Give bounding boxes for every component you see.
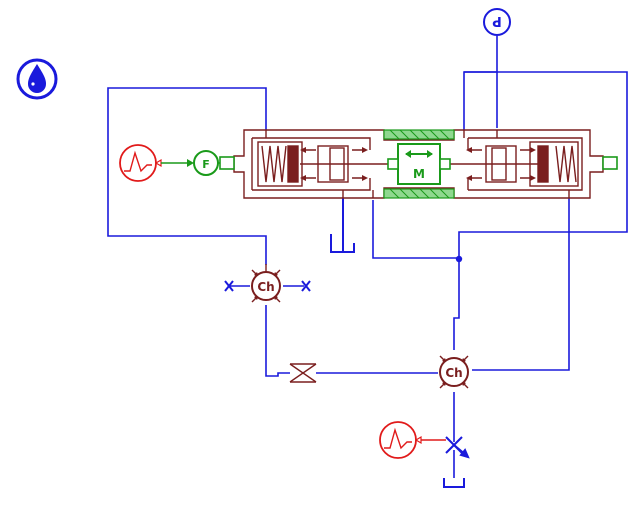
tank-icon xyxy=(330,198,465,488)
force-sensor-label: F xyxy=(202,158,210,171)
chamber-1-label: Ch xyxy=(257,280,274,294)
line-right-loop xyxy=(458,71,628,260)
variable-orifice-icon[interactable] xyxy=(445,436,470,459)
orifice-icon[interactable] xyxy=(289,363,317,383)
pressure-source[interactable]: P xyxy=(483,8,511,36)
hydraulic-lines xyxy=(107,36,628,478)
water-drop-icon[interactable] xyxy=(16,58,58,100)
right-mech-port xyxy=(602,156,618,170)
line-right-port-to-ch2 xyxy=(472,198,570,371)
x-mark-icon xyxy=(224,280,311,292)
line-pressure-supply xyxy=(463,36,498,130)
chamber-1[interactable]: Ch xyxy=(251,264,281,303)
pressure-source-label: P xyxy=(492,13,502,28)
line-left-loop xyxy=(107,87,267,265)
line-ch1-to-orifice xyxy=(265,305,290,377)
chamber-2-label: Ch xyxy=(445,366,462,380)
junction-dot xyxy=(455,255,463,263)
chamber-2[interactable]: Ch xyxy=(439,355,469,389)
mass-label: M xyxy=(413,167,425,181)
signal-source-icon[interactable] xyxy=(119,144,194,182)
line-center-branch xyxy=(372,200,459,259)
signal-source-icon[interactable] xyxy=(379,421,446,459)
line-junction-to-ch2 xyxy=(453,262,460,350)
valve-arrowheads xyxy=(300,147,536,181)
mass-block[interactable]: M xyxy=(383,129,455,199)
force-sensor[interactable]: F xyxy=(193,150,235,176)
